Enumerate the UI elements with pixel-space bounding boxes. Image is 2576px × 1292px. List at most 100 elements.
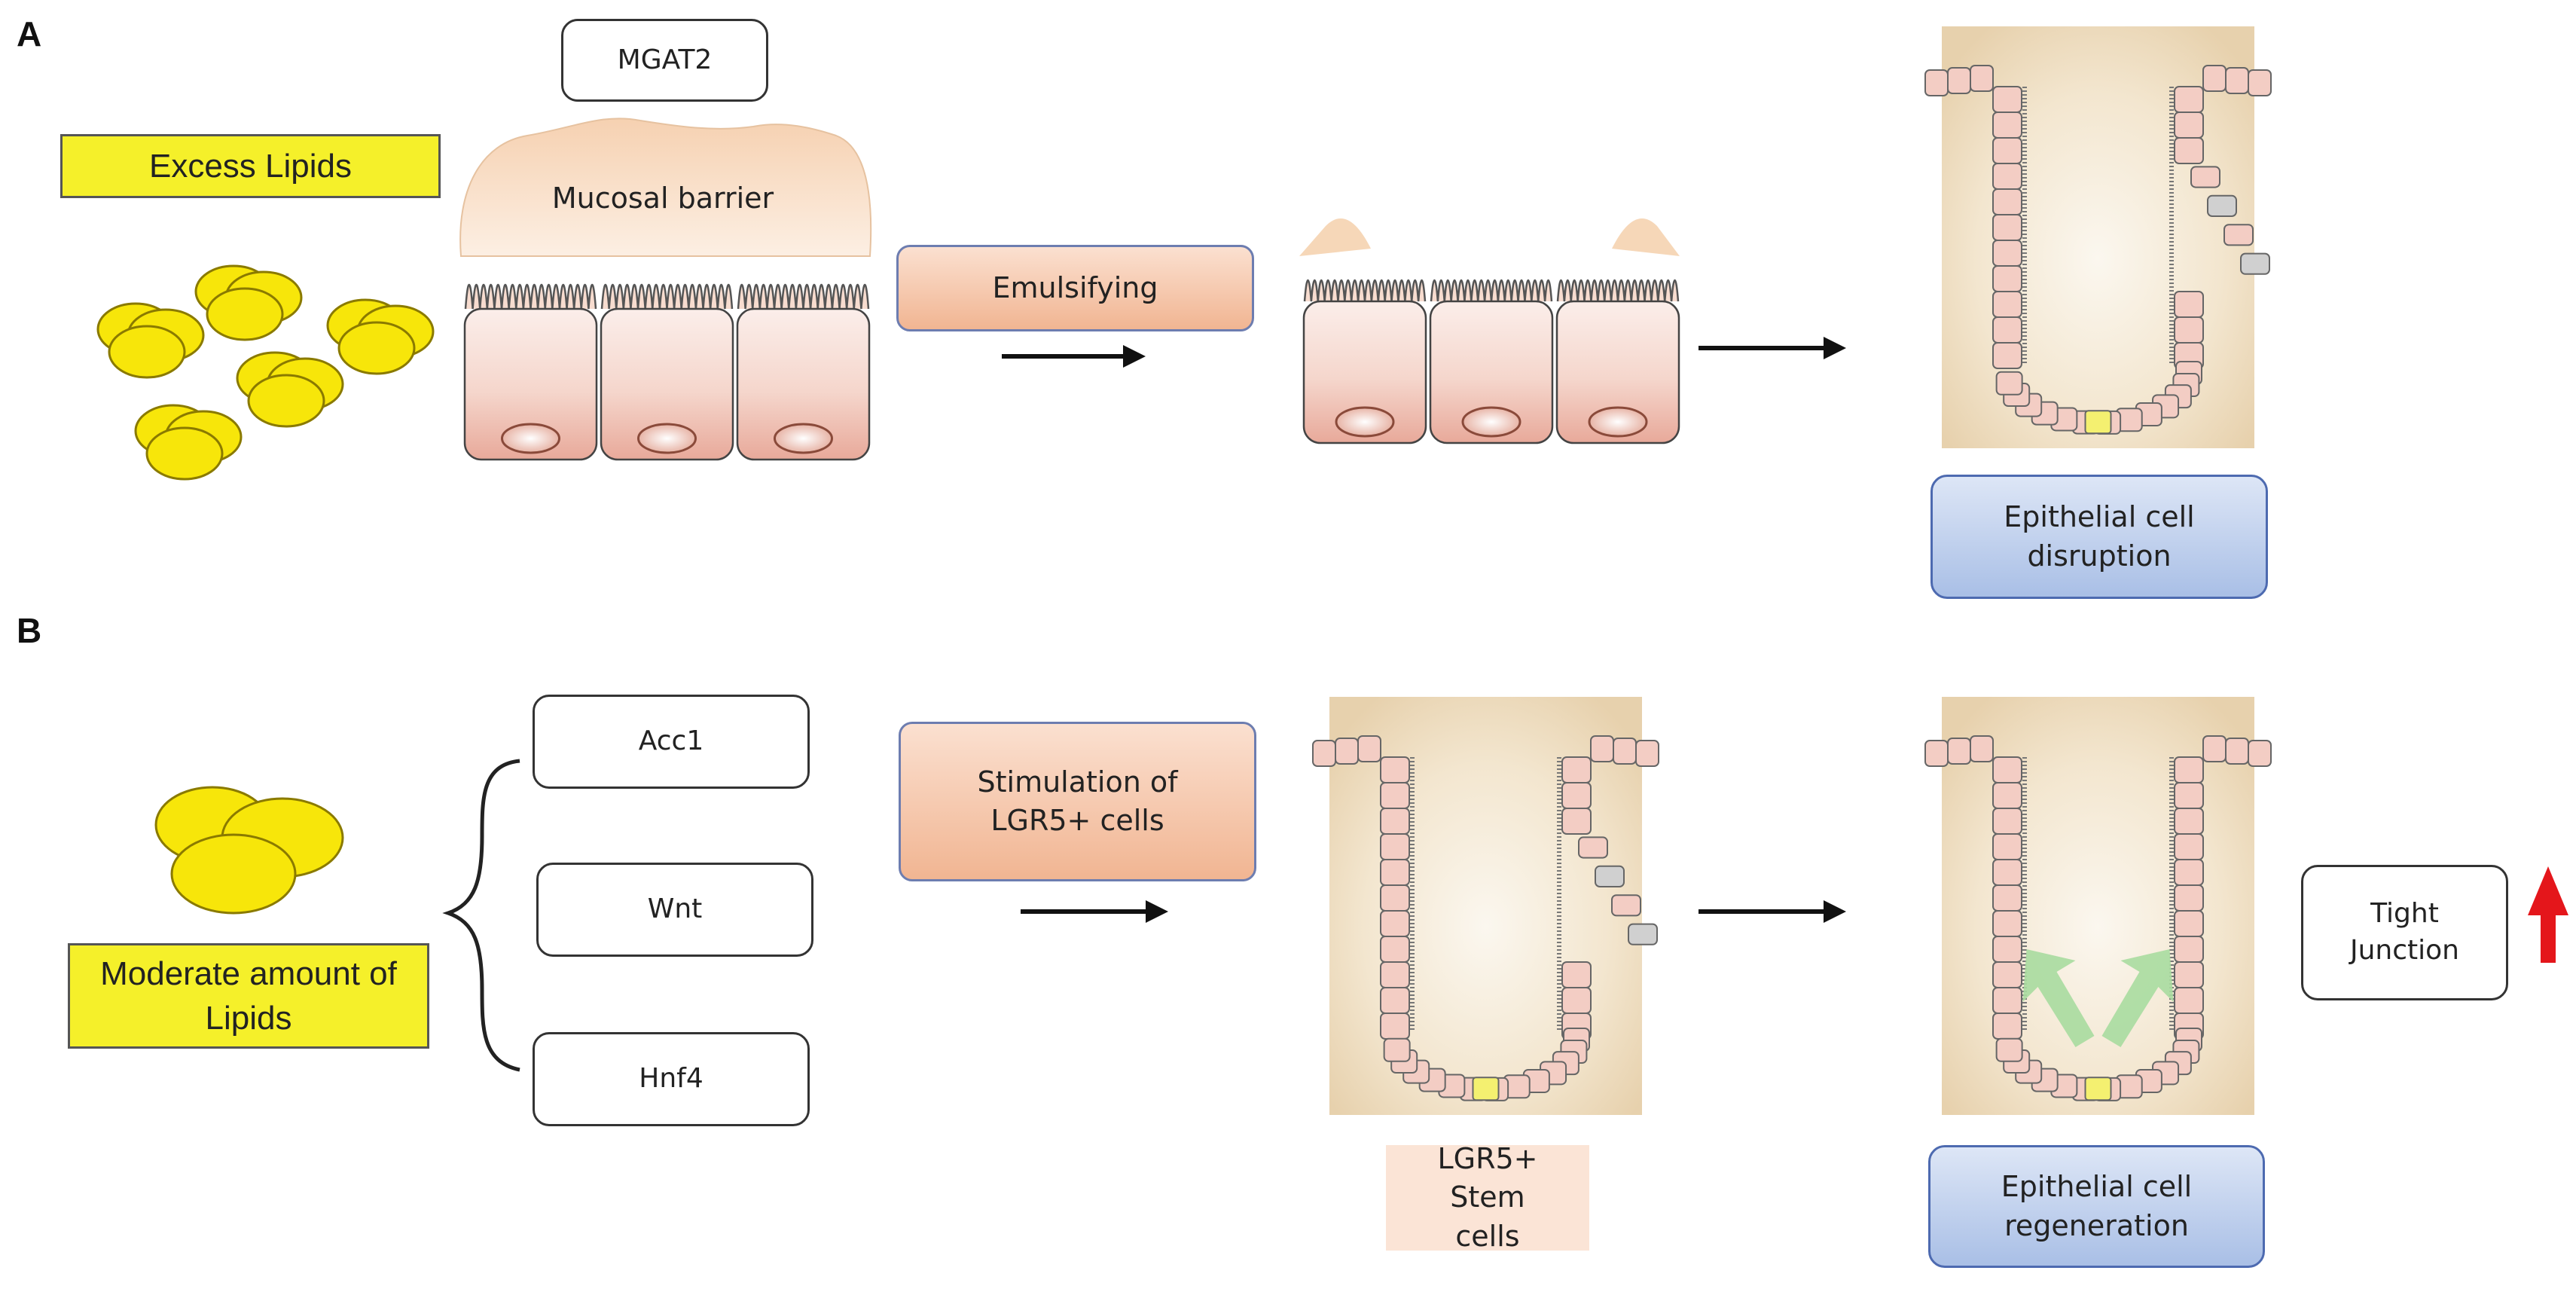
crypt-cell	[2174, 316, 2204, 344]
epithelial-regeneration-box: Epithelial cell regeneration	[1928, 1145, 2265, 1268]
crypt-cell	[1312, 740, 1336, 767]
crypt-cell	[1380, 833, 1410, 860]
crypt-cell	[2207, 194, 2237, 217]
crypt-cell	[1992, 163, 2022, 190]
crypt-cell	[1992, 291, 2022, 318]
crypt-cell	[2174, 833, 2204, 860]
mgat2-box: MGAT2	[561, 19, 768, 102]
stem-cell	[2084, 1077, 2112, 1101]
crypt-cell	[2174, 86, 2204, 113]
crypt-cell	[2174, 859, 2204, 886]
crypt-cell	[2202, 735, 2227, 762]
crypt-cell	[1611, 894, 1641, 917]
crypt-cell	[1924, 69, 1949, 96]
crypt-cell	[1992, 859, 2022, 886]
crypt-cell	[2248, 740, 2272, 767]
crypt-cell	[1970, 735, 1994, 762]
crypt-cell	[2225, 67, 2249, 94]
green-regeneration-arrows	[2022, 949, 2174, 1047]
crypt-cell	[1380, 782, 1410, 809]
stimulation-lgr5-box: Stimulation of LGR5+ cells	[899, 722, 1256, 881]
crypt-cell	[1947, 738, 1971, 765]
crypt-cell	[2174, 137, 2204, 164]
stem-cell	[1472, 1077, 1500, 1101]
crypt-cell	[1561, 808, 1592, 835]
crypt-cell	[2248, 69, 2272, 96]
crypt-cell	[1380, 808, 1410, 835]
crypt-cell	[1335, 738, 1359, 765]
epithelial-cell	[1555, 279, 1680, 444]
epithelial-cell	[1429, 279, 1554, 444]
epithelial-cell	[736, 283, 871, 461]
crypt-cell	[1635, 740, 1659, 767]
lipid-cluster	[194, 264, 303, 341]
epithelial-cell	[463, 283, 598, 461]
crypt-cell	[1380, 961, 1410, 988]
crypt-cell	[1561, 961, 1592, 988]
crypt-cell	[1380, 936, 1410, 963]
crypt-cell	[1992, 188, 2022, 215]
crypt-cell	[1995, 1037, 2023, 1062]
lgr5-stem-cells-box: LGR5+ Stem cells	[1386, 1142, 1589, 1253]
panel-label-b: B	[17, 611, 42, 650]
excess-lipids-box: Excess Lipids	[60, 134, 441, 198]
crypt-cell	[1380, 756, 1410, 783]
epithelial-cell	[600, 283, 734, 461]
lipid-cluster	[236, 351, 344, 428]
crypt-cell	[1992, 756, 2022, 783]
crypt-cell	[1380, 859, 1410, 886]
crypt-cell	[1924, 740, 1949, 767]
crypt-cell	[1992, 86, 2022, 113]
crypt-cell	[1595, 865, 1625, 888]
crypt-cell	[1992, 782, 2022, 809]
crypt-cell	[2174, 987, 2204, 1014]
crypt-cell	[1380, 1013, 1410, 1040]
crypt-cell	[1992, 833, 2022, 860]
crypt-cell	[2174, 936, 2204, 963]
crypt-cell	[2223, 224, 2254, 246]
mucosal-barrier-illustration	[459, 118, 872, 461]
crypt-cell	[1947, 67, 1971, 94]
crypt-cell	[1383, 1037, 1411, 1062]
epithelial-cell	[1302, 279, 1427, 444]
gene-acc1-box: Acc1	[533, 695, 810, 789]
crypt-cell	[1992, 910, 2022, 937]
thinned-barrier-illustration	[1299, 218, 1680, 444]
crypt-disrupted-a	[1924, 26, 2272, 448]
emulsifying-box: Emulsifying	[896, 245, 1254, 331]
gene-wnt-box: Wnt	[536, 863, 813, 957]
crypt-cell	[1628, 923, 1658, 945]
lipid-cluster	[96, 302, 205, 379]
crypt-cell	[2174, 756, 2204, 783]
crypt-cell	[2174, 291, 2204, 318]
crypt-cell	[1992, 342, 2022, 369]
crypt-cell	[1561, 987, 1592, 1014]
crypt-cell	[1992, 808, 2022, 835]
crypt-cell	[1995, 371, 2023, 396]
lipid-droplets-moderate	[154, 786, 344, 915]
crypt-cell	[1992, 316, 2022, 344]
panel-label-a: A	[17, 14, 42, 53]
crypt-cell	[2174, 884, 2204, 912]
crypt-cell	[2174, 961, 2204, 988]
crypt-cell	[1992, 111, 2022, 139]
crypt-lgr5-b	[1312, 697, 1659, 1115]
lipid-droplets-excess	[96, 264, 435, 481]
crypt-cell	[1992, 214, 2022, 241]
crypt-cell	[2190, 166, 2220, 188]
crypt-cell	[1992, 987, 2022, 1014]
crypt-cell	[2174, 782, 2204, 809]
epithelial-disruption-box: Epithelial cell disruption	[1930, 475, 2268, 599]
moderate-lipids-box: Moderate amount of Lipids	[68, 943, 429, 1049]
tight-junction-box: Tight Junction	[2301, 865, 2508, 1000]
crypt-cell	[1380, 884, 1410, 912]
crypt-cell	[2225, 738, 2249, 765]
mucosal-barrier-label: Mucosal barrier	[551, 182, 774, 215]
crypt-cell	[1380, 910, 1410, 937]
crypt-cell	[1970, 65, 1994, 92]
crypt-cell	[2240, 252, 2270, 275]
gene-group-brace	[442, 759, 520, 1072]
crypt-cell	[1992, 961, 2022, 988]
stem-cell	[2084, 410, 2112, 435]
